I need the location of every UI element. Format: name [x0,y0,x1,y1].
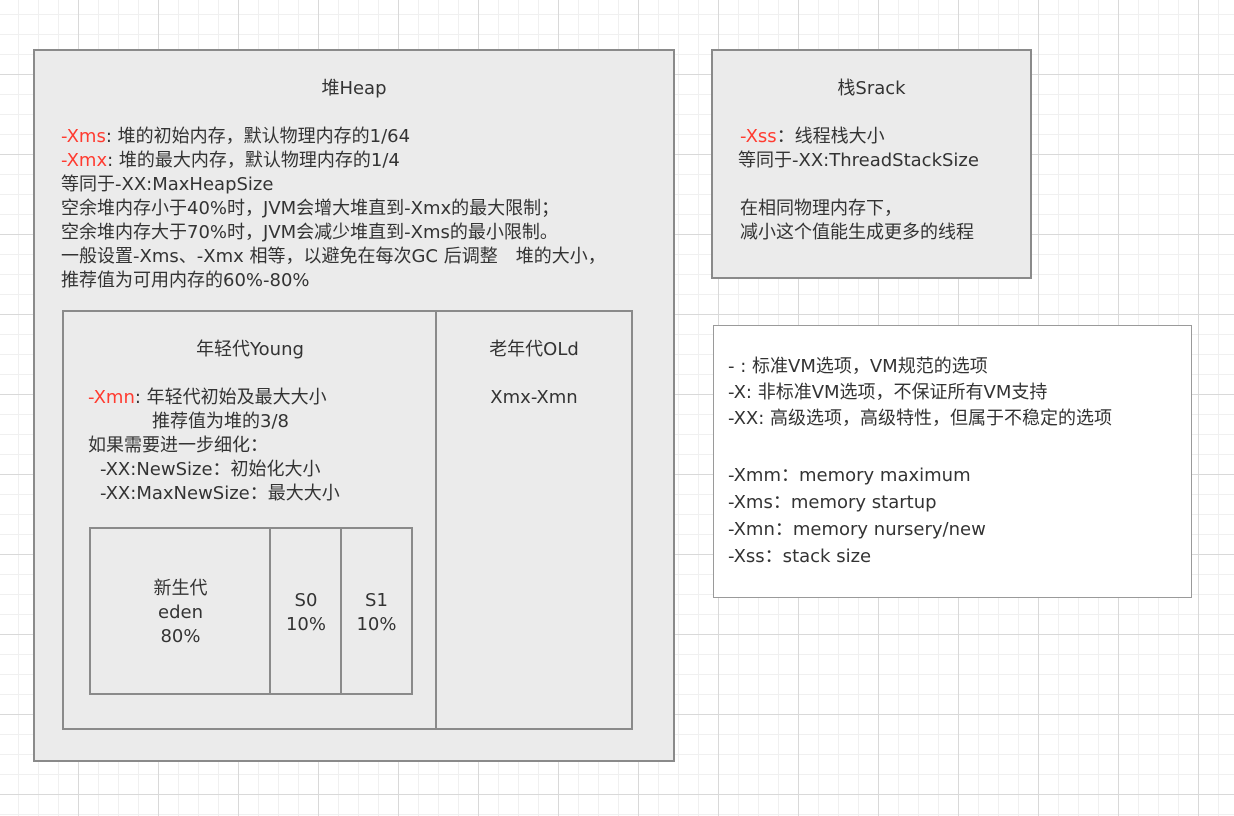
heap-line-3: 等同于-XX:MaxHeapSize [61,174,274,195]
legend-line-2: -X: 非标准VM选项，不保证所有VM支持 [728,382,1048,403]
xms-key: -Xms [61,126,106,147]
young-description: -Xmn: 年轻代初始及最大大小 推荐值为堆的3/8 如果需要进一步细化： -X… [88,386,340,506]
legend-line-6: -Xmn：memory nursery/new [728,519,986,540]
s0-box: S0 10% [269,527,343,695]
stack-line-2: 等同于-XX:ThreadStackSize [738,150,979,171]
heap-title: 堆Heap [321,78,387,99]
young-title: 年轻代Young [196,339,304,360]
young-xmn-line: -Xmn: 年轻代初始及最大大小 [88,386,340,410]
xmx-key: -Xmx [61,150,108,171]
stack-line-4: 减小这个值能生成更多的线程 [740,222,974,243]
heap-description: -Xms: 堆的初始内存，默认物理内存的1/64 -Xmx: 堆的最大内存，默认… [61,125,606,293]
eden-line-3: 80% [160,626,201,647]
s1-label: S1 10% [342,589,411,637]
s1-box: S1 10% [340,527,413,695]
legend-line-3: -XX: 高级选项，高级特性，但属于不稳定的选项 [728,408,1113,429]
legend-line-5: -Xms：memory startup [728,492,937,513]
legend-text: - : 标准VM选项，VM规范的选项 -X: 非标准VM选项，不保证所有VM支持… [728,354,1112,570]
s1-line-2: 10% [356,614,397,635]
old-box: 老年代OLd Xmx-Xmn [435,310,633,730]
s0-label: S0 10% [271,589,341,637]
s0-line-1: S0 [294,590,318,611]
young-line-4: -XX:NewSize：初始化大小 [100,459,321,480]
s0-line-2: 10% [285,614,326,635]
xmn-key: -Xmn [88,387,135,408]
legend-box: - : 标准VM选项，VM规范的选项 -X: 非标准VM选项，不保证所有VM支持… [713,325,1192,598]
s1-line-1: S1 [365,590,388,611]
xmn-desc: : 年轻代初始及最大大小 [134,387,327,408]
eden-line-1: 新生代 [153,578,208,599]
xss-key: -Xss [740,126,777,147]
stack-line-3: 在相同物理内存下， [740,198,902,219]
young-box: 年轻代Young -Xmn: 年轻代初始及最大大小 推荐值为堆的3/8 如果需要… [62,310,438,730]
young-line-2: 推荐值为堆的3/8 [152,411,289,432]
legend-line-4: -Xmm：memory maximum [728,465,971,486]
heap-line-4: 空余堆内存小于40%时，JVM会增大堆直到-Xmx的最大限制； [61,198,560,219]
heap-line-5: 空余堆内存大于70%时，JVM会减少堆直到-Xms的最小限制。 [61,222,558,243]
eden-label: 新生代 eden 80% [91,577,270,649]
stack-xss-line: -Xss：线程栈大小 [738,125,979,149]
stack-spacer [738,173,979,197]
stack-box: 栈Srack -Xss：线程栈大小 等同于-XX:ThreadStackSize… [711,49,1032,279]
heap-box: 堆Heap -Xms: 堆的初始内存，默认物理内存的1/64 -Xmx: 堆的最… [33,49,675,762]
heap-xms-line: -Xms: 堆的初始内存，默认物理内存的1/64 [61,125,606,149]
stack-description: -Xss：线程栈大小 等同于-XX:ThreadStackSize 在相同物理内… [738,125,979,245]
stack-title: 栈Srack [837,78,906,99]
eden-line-2: eden [158,602,203,623]
old-value: Xmx-Xmn [490,387,578,408]
heap-line-7: 推荐值为可用内存的60%-80% [61,270,310,291]
young-line-5: -XX:MaxNewSize：最大大小 [100,483,340,504]
xss-desc: ：线程栈大小 [776,126,885,147]
eden-box: 新生代 eden 80% [89,527,272,695]
heap-line-6: 一般设置-Xms、-Xmx 相等，以避免在每次GC 后调整 堆的大小， [61,246,606,267]
legend-line-1: - : 标准VM选项，VM规范的选项 [728,356,988,377]
legend-line-7: -Xss：stack size [728,546,872,567]
heap-xmx-line: -Xmx: 堆的最大内存，默认物理内存的1/4 [61,149,606,173]
legend-spacer [728,432,1112,462]
old-title: 老年代OLd [489,339,579,360]
young-line-3: 如果需要进一步细化： [88,435,268,456]
xms-desc: : 堆的初始内存，默认物理内存的1/64 [105,126,411,147]
xmx-desc: : 堆的最大内存，默认物理内存的1/4 [107,150,400,171]
